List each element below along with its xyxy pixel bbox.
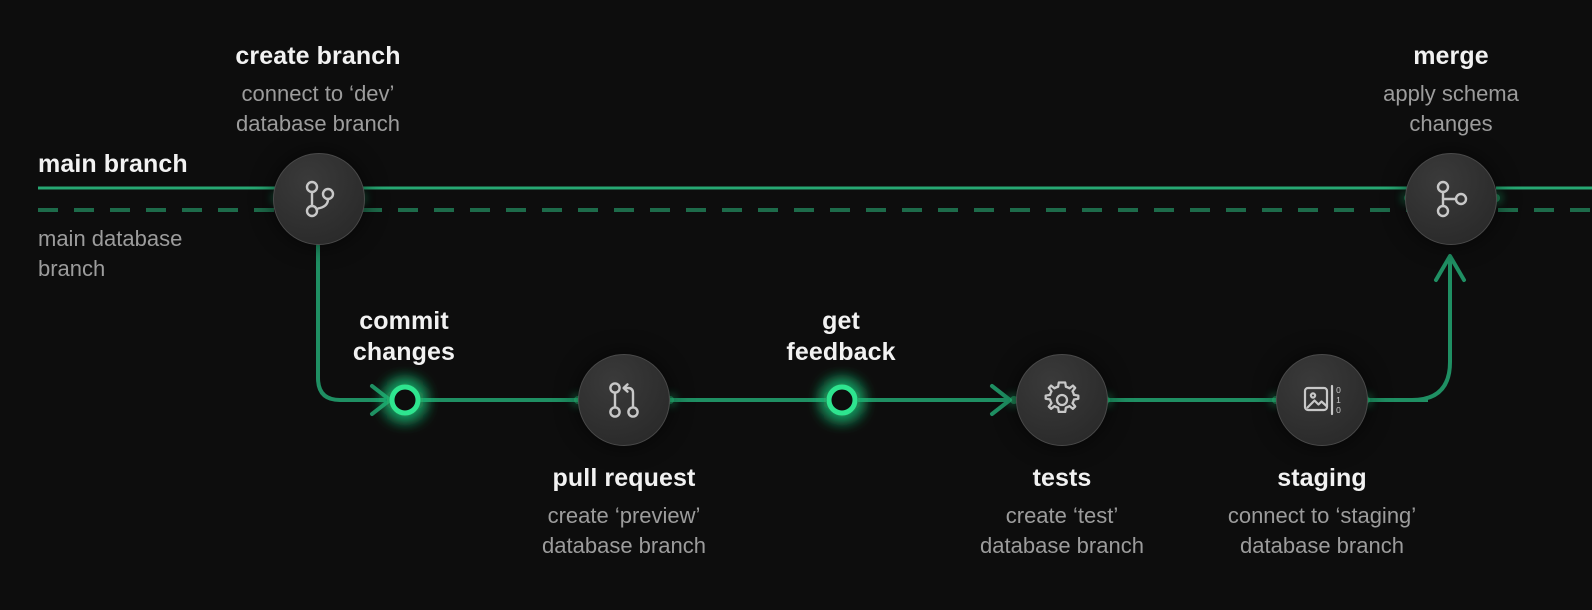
main-database-branch-line-2: branch [38,256,106,281]
node-merge[interactable] [1405,153,1497,245]
commit-changes-title-2: changes [352,338,456,366]
label-get-feedback: get feedback [786,306,895,368]
node-pull-request[interactable] [578,354,670,446]
staging-sub-2: database branch [1240,533,1404,558]
get-feedback-title-2: feedback [786,338,896,366]
pull-request-icon [600,376,648,424]
tests-title: tests [1032,464,1092,492]
main-branch-label: main branch [38,150,188,178]
commit-changes-title-1: commit [359,307,449,335]
merge-connector [1410,254,1466,402]
label-create-branch: create branch connect to ‘dev’ database … [235,42,400,139]
svg-text:0: 0 [1336,385,1341,395]
staging-sub-1: connect to ‘staging’ [1227,503,1417,528]
pull-request-title: pull request [552,464,696,492]
label-staging: staging connect to ‘staging’ database br… [1228,464,1416,561]
create-branch-sub-2: database branch [236,111,400,136]
svg-text:1: 1 [1336,395,1341,405]
create-branch-sub-1: connect to ‘dev’ [241,81,395,106]
label-pull-request: pull request create ‘preview’ database b… [542,464,706,561]
label-commit-changes: commit changes [353,306,455,368]
label-tests: tests create ‘test’ database branch [980,464,1144,561]
pull-request-sub-1: create ‘preview’ [547,503,701,528]
tests-sub-1: create ‘test’ [1005,503,1119,528]
merge-sub-2: changes [1409,111,1493,136]
node-create-branch[interactable] [273,153,365,245]
gear-icon [1038,376,1086,424]
commit-changes-marker[interactable] [389,384,421,416]
node-staging[interactable]: 0 1 0 [1276,354,1368,446]
git-merge-icon [1427,175,1475,223]
main-database-branch-line-1: main database [38,226,183,251]
svg-text:0: 0 [1336,405,1341,415]
create-branch-title: create branch [235,42,401,70]
pull-request-sub-2: database branch [542,533,706,558]
merge-sub-1: apply schema [1383,81,1519,106]
tests-sub-2: database branch [980,533,1144,558]
image-binary-icon: 0 1 0 [1297,375,1347,425]
get-feedback-title-1: get [822,307,860,335]
git-branch-icon [295,175,343,223]
get-feedback-marker[interactable] [826,384,858,416]
label-merge: merge apply schema changes [1383,42,1519,139]
staging-title: staging [1277,464,1367,492]
main-database-branch-label: main database branch [38,224,182,284]
node-tests[interactable] [1016,354,1108,446]
merge-title: merge [1413,42,1489,70]
